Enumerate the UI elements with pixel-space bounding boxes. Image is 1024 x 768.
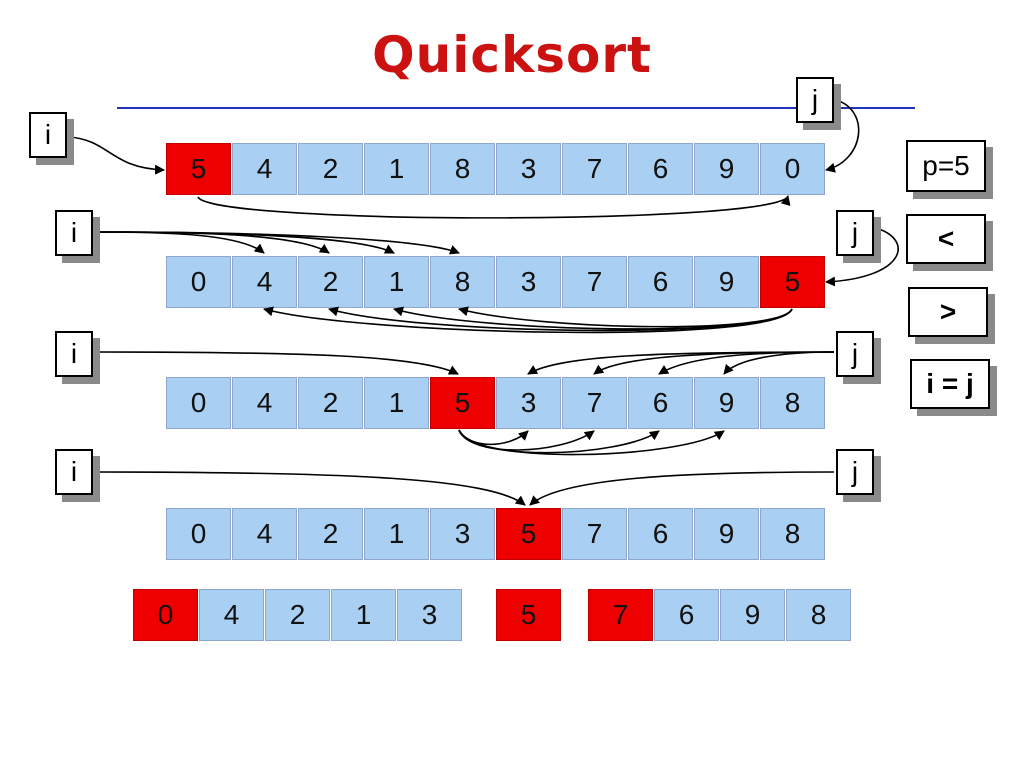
pivot-cell: 5 xyxy=(496,589,561,641)
array-cell: 0 xyxy=(760,143,825,195)
array-cell: 7 xyxy=(562,256,627,308)
array-cell: 3 xyxy=(397,589,462,641)
array-cell: 6 xyxy=(628,143,693,195)
arrow-swap xyxy=(197,195,791,219)
array-cell: 3 xyxy=(496,143,561,195)
pivot-cell: 0 xyxy=(133,589,198,641)
array-cell: 2 xyxy=(298,508,363,560)
pivot-cell: 5 xyxy=(760,256,825,308)
array-cell: 0 xyxy=(166,377,231,429)
array-cell: 2 xyxy=(265,589,330,641)
slide-title: Quicksort xyxy=(372,26,652,84)
array-cell: 1 xyxy=(364,377,429,429)
array-cell: 8 xyxy=(786,589,851,641)
array-cell: 6 xyxy=(628,256,693,308)
array-cell: 8 xyxy=(430,143,495,195)
array-cell: 4 xyxy=(232,377,297,429)
array-cell: 1 xyxy=(364,143,429,195)
array-cell: 6 xyxy=(628,508,693,560)
array-cell: 7 xyxy=(562,508,627,560)
arrow-i-to-cell xyxy=(94,351,459,375)
array-cell: 4 xyxy=(232,143,297,195)
array-cell: 3 xyxy=(496,256,561,308)
arrow-j-to-cell xyxy=(529,471,835,506)
arrow-i-to-cell xyxy=(68,136,165,175)
pointer-j: j xyxy=(836,331,874,377)
pivot-cell: 5 xyxy=(166,143,231,195)
array-cell: 1 xyxy=(364,508,429,560)
array-cell: 2 xyxy=(298,143,363,195)
pointer-i: i xyxy=(55,210,93,256)
array-cell: 9 xyxy=(694,256,759,308)
array-cell: 9 xyxy=(694,143,759,195)
array-cell: 6 xyxy=(654,589,719,641)
partition-pivot: 5 xyxy=(496,589,562,641)
array-cell: 8 xyxy=(760,508,825,560)
arrow-compare xyxy=(458,429,660,454)
greater-than-label: > xyxy=(908,287,988,337)
arrow-swap xyxy=(458,306,793,328)
arrow-i-to-cell xyxy=(94,471,526,506)
array-cell: 7 xyxy=(562,377,627,429)
arrow-compare xyxy=(458,429,529,446)
arrow-i-scan xyxy=(94,231,460,255)
array-cell: 8 xyxy=(430,256,495,308)
pointer-i: i xyxy=(55,449,93,495)
array-cell: 9 xyxy=(694,508,759,560)
array-cell: 8 xyxy=(760,377,825,429)
arrow-j-scan xyxy=(723,351,835,375)
array-cell: 3 xyxy=(430,508,495,560)
array-cell: 7 xyxy=(562,143,627,195)
array-cell: 4 xyxy=(199,589,264,641)
less-than-label: < xyxy=(906,214,986,264)
array-cell: 0 xyxy=(166,508,231,560)
array-cell: 4 xyxy=(232,256,297,308)
array-cell: 1 xyxy=(331,589,396,641)
array-cell: 0 xyxy=(166,256,231,308)
pivot-cell: 5 xyxy=(496,508,561,560)
array-cell: 2 xyxy=(298,377,363,429)
array-cell: 1 xyxy=(364,256,429,308)
array-cell: 3 xyxy=(496,377,561,429)
pointer-j: j xyxy=(796,77,834,123)
pointer-i: i xyxy=(29,112,67,158)
i-equals-j-label: i = j xyxy=(910,359,990,409)
array-cell: 4 xyxy=(232,508,297,560)
pointer-j: j xyxy=(836,210,874,256)
pivot-label: p=5 xyxy=(906,140,986,192)
arrow-compare xyxy=(458,429,725,456)
pointer-i: i xyxy=(55,331,93,377)
arrow-j-to-cell xyxy=(825,227,899,287)
arrow-i-scan xyxy=(94,231,395,254)
array-cell: 9 xyxy=(694,377,759,429)
pointer-j: j xyxy=(836,449,874,495)
array-cell: 6 xyxy=(628,377,693,429)
arrow-j-to-cell xyxy=(825,99,860,173)
pivot-cell: 5 xyxy=(430,377,495,429)
pivot-cell: 7 xyxy=(588,589,653,641)
array-cell: 9 xyxy=(720,589,785,641)
title-rule xyxy=(117,107,915,109)
